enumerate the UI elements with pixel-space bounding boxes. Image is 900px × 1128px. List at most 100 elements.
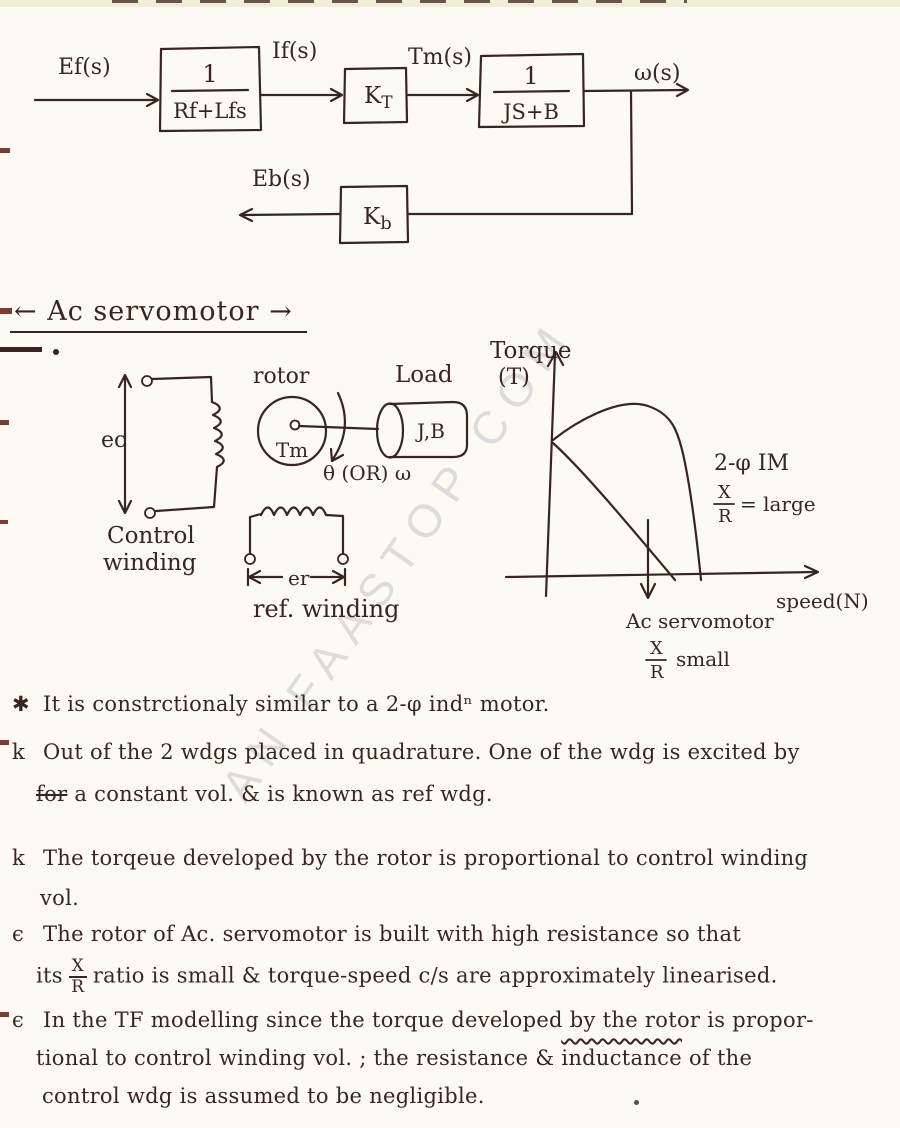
x-axis-label: speed(N) (776, 589, 869, 613)
bullet-marker: ϵ (12, 922, 25, 946)
im-curve-label: 2-φ IM (714, 451, 789, 476)
mechanical-transfer-block (477, 52, 586, 129)
shaft-center (289, 419, 301, 431)
field-transfer-block (158, 45, 263, 133)
note-2-line-2: for a constant vol. & is known as ref wd… (36, 782, 493, 806)
note-3-line-2: vol. (40, 886, 79, 910)
arrowhead (329, 447, 345, 463)
field-block-denominator: Rf+Lfs (173, 99, 247, 123)
y-axis-label: Torque (490, 338, 572, 364)
mech-block-numerator: 1 (523, 62, 538, 90)
scan-edge-mark (0, 740, 9, 745)
heading-left-arrow: ← (14, 296, 38, 327)
torque-constant-block (342, 66, 409, 125)
note-text: It is constrctionaly similar to a 2-φ in… (42, 692, 550, 716)
scan-edge-mark (0, 520, 8, 524)
fraction-denominator: R (71, 977, 85, 997)
ref-winding-caption: ref. winding (253, 595, 400, 623)
y-axis-label-2: (T) (498, 365, 530, 390)
rotor-torque-label: Tm (276, 438, 308, 462)
bullet-marker: k (12, 740, 26, 764)
scan-edge-mark (0, 148, 10, 153)
shaft-output-label: θ (OR) ω (323, 461, 411, 485)
servomotor-sketches: ec Control winding rotor Tm θ (OR) ω Loa… (101, 362, 469, 623)
note-2-line-1: k Out of the 2 wdgs placed in quadrature… (12, 740, 800, 764)
heading-text: Ac servomotor (47, 296, 260, 327)
arrowhead (675, 82, 690, 98)
arrowhead (331, 569, 346, 585)
coil (259, 506, 328, 517)
winding-wire (248, 512, 263, 519)
control-voltage-label: ec (101, 428, 126, 453)
heading-right-arrow: → (269, 296, 293, 327)
back-emf-constant-label: Kb (363, 204, 392, 234)
reference-voltage-label: er (288, 566, 310, 590)
winding-wire (150, 375, 214, 404)
arrowhead (546, 350, 565, 368)
scan-edge-mark (0, 420, 9, 425)
ac-servomotor-curve (551, 441, 677, 582)
rotor-label: rotor (253, 364, 310, 389)
fraction-bar (492, 89, 571, 94)
servo-curve-label: Ac servomotor (625, 609, 774, 633)
field-block-numerator: 1 (202, 60, 217, 88)
fraction-bar (170, 88, 250, 93)
winding-wire (324, 513, 345, 555)
servo-ratio-note: small (676, 647, 730, 671)
margin-dash (0, 347, 42, 352)
overlined-word: inductance (561, 1046, 682, 1070)
note-3-line-1: k The torqeue developed by the rotor is … (12, 846, 808, 870)
shaft-line (297, 424, 380, 431)
rotation-arc (331, 391, 347, 461)
scan-edge-mark (0, 308, 12, 314)
arrowhead (803, 564, 820, 580)
im-ratio-denominator: R (718, 506, 732, 527)
note-1-line-1: ✱ It is constrctionaly similar to a 2-φ … (12, 692, 550, 716)
note-text: a constant vol. & is known as ref wdg. (74, 782, 493, 806)
control-winding-caption-2: winding (103, 550, 197, 576)
note-5-line-2: tional to control winding vol. ; the res… (36, 1046, 752, 1070)
note-text: The torqeue developed by the rotor is pr… (42, 846, 809, 870)
terminal-circle (337, 553, 349, 565)
winding-wire (154, 465, 219, 513)
back-emf-label: Eb(s) (252, 167, 311, 192)
note-text: The rotor of Ac. servomotor is built wit… (42, 922, 742, 946)
note-text: ratio is small & torque-speed c/s are ap… (92, 963, 778, 988)
arrowhead (117, 373, 133, 389)
note-4-line-1: ϵ The rotor of Ac. servomotor is built w… (12, 922, 741, 946)
terminal-circle (144, 507, 156, 519)
torque-constant-label: KT (364, 83, 393, 113)
arrowhead (247, 569, 262, 585)
note-text: of the (688, 1046, 753, 1070)
mech-block-denominator: JS+B (501, 100, 559, 124)
scan-top-strip (0, 0, 900, 7)
transfer-function-block-diagram: Ef(s) 1 Rf+Lfs If(s) KT Tm(s) 1 JS+B ω(s… (33, 39, 690, 245)
fraction-numerator: X (71, 956, 85, 976)
note-5-line-1: ϵ In the TF modelling since the torque d… (12, 1008, 814, 1032)
feedback-arrow (240, 212, 342, 217)
margin-dot (53, 349, 59, 355)
motor-torque-label: Tm(s) (408, 45, 472, 70)
scan-edge-mark (0, 1012, 9, 1017)
feedback-path (406, 89, 634, 216)
arrowhead (145, 92, 160, 108)
field-current-label: If(s) (272, 39, 317, 64)
bullet-marker: k (12, 846, 26, 870)
rotor-circle (256, 395, 328, 467)
servo-ratio-denominator: R (650, 662, 664, 683)
arrowhead (329, 87, 344, 103)
input-signal-label: Ef(s) (58, 55, 111, 80)
back-emf-constant-block (338, 184, 410, 245)
control-winding-caption-1: Control (107, 523, 195, 549)
fraction-bar (68, 976, 87, 978)
note-text: control wdg is assumed to be negligible. (42, 1084, 485, 1108)
x-axis (504, 570, 818, 579)
note-text: its (36, 963, 63, 988)
load-label: Load (395, 362, 453, 388)
note-text: In the TF modelling since the torque dev… (42, 1008, 814, 1032)
torque-speed-graph: Torque (T) speed(N) 2-φ IM X R = large A… (490, 338, 869, 683)
bullet-marker: ✱ (12, 692, 30, 716)
arrowhead (238, 207, 254, 223)
